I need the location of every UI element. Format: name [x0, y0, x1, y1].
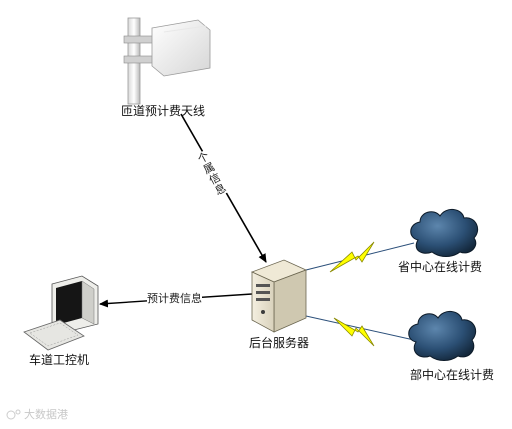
server-label: 后台服务器 [249, 336, 310, 350]
lightning-icon [333, 317, 375, 347]
lane-computer-label: 车道工控机 [29, 353, 90, 367]
server-computer-edge-label: 预计费信息 [147, 292, 202, 305]
antenna-label: 匝道预计费天线 [121, 104, 206, 118]
cloud-icon [408, 311, 477, 361]
province-center-label: 省中心在线计费 [398, 260, 483, 274]
computer-icon [23, 275, 99, 351]
lightning-icon [329, 241, 375, 273]
watermark-logo-icon [6, 409, 21, 420]
cloud-icon [410, 209, 479, 257]
wire-ministry [305, 315, 415, 341]
server-icon [250, 259, 308, 333]
watermark-text: 大数据港 [24, 408, 68, 421]
ministry-center-label: 部中心在线计费 [410, 368, 495, 382]
antenna-icon [123, 17, 211, 105]
